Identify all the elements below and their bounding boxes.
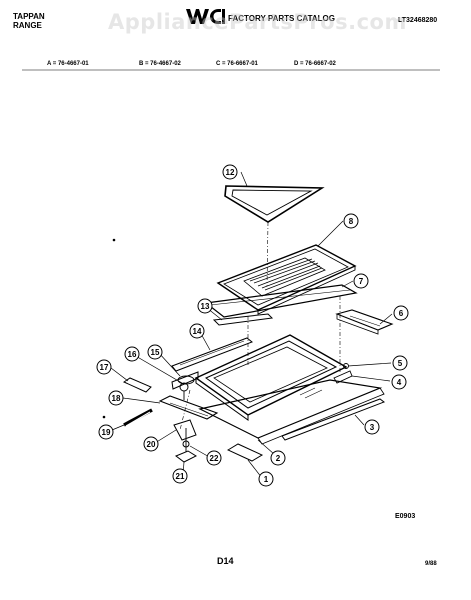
callout-circle — [270, 450, 286, 466]
callout-label: 16 — [128, 350, 137, 359]
callout-label: 21 — [176, 472, 185, 481]
callout-22: 22 — [206, 450, 222, 466]
callout-circle — [143, 436, 159, 452]
callout-7: 7 — [353, 273, 369, 289]
callout-3: 3 — [364, 419, 380, 435]
model-a: A = 76-4667-01 — [47, 61, 89, 67]
callout-6: 6 — [393, 305, 409, 321]
callout-circle — [392, 355, 408, 371]
catalog-code: LT32468280 — [398, 17, 438, 24]
part-20-hinge-arm — [173, 419, 197, 452]
callout-circle — [353, 273, 369, 289]
callout-label: 4 — [397, 378, 402, 387]
callout-20: 20 — [143, 436, 159, 452]
callout-19: 19 — [98, 424, 114, 440]
callout-circle — [258, 471, 274, 487]
callout-label: 13 — [201, 302, 210, 311]
part-13-upper-slat — [212, 313, 274, 326]
callout-1: 1 — [258, 471, 274, 487]
callout-circle — [189, 323, 205, 339]
callout-circle — [206, 450, 222, 466]
callout-circle — [343, 213, 359, 229]
callout-label: 20 — [147, 440, 156, 449]
callout-label: 14 — [193, 327, 202, 336]
callout-circle — [96, 359, 112, 375]
inner-door-panel — [194, 334, 348, 421]
part-12-gasket — [224, 185, 325, 223]
callout-label: 2 — [276, 454, 281, 463]
callout-15: 15 — [147, 344, 163, 360]
callout-17: 17 — [96, 359, 112, 375]
part-1-bracket — [226, 443, 264, 462]
callout-circle — [197, 298, 213, 314]
callout-label: 18 — [112, 394, 121, 403]
part-17-clip — [122, 377, 152, 393]
stray-dot — [102, 415, 106, 419]
callout-18: 18 — [108, 390, 124, 406]
callout-circle — [364, 419, 380, 435]
alignment-lines — [179, 221, 341, 431]
callout-circle — [124, 346, 140, 362]
part-22-spring-pin — [182, 440, 190, 448]
callout-21: 21 — [172, 468, 188, 484]
part-15-latch — [171, 371, 199, 390]
callout-label: 7 — [359, 277, 364, 286]
callout-label: 3 — [370, 423, 375, 432]
callout-5: 5 — [392, 355, 408, 371]
part-6-bracket — [335, 309, 394, 335]
callout-circle — [147, 344, 163, 360]
part-7-door-trim — [204, 284, 358, 318]
wci-logo — [185, 7, 225, 30]
callout-label: 19 — [102, 428, 111, 437]
part-18-hinge-bracket — [158, 395, 219, 420]
callout-4: 4 — [391, 374, 407, 390]
model-b: B = 76-4667-02 — [139, 61, 181, 67]
callout-12: 12 — [222, 164, 238, 180]
part-19-spring — [123, 408, 153, 427]
callout-label: 5 — [398, 359, 403, 368]
catalog-title: FACTORY PARTS CATALOG — [228, 14, 335, 23]
callout-circle — [172, 468, 188, 484]
watermark-text: AppliancePartsPros.com — [108, 10, 407, 34]
part-8-door-panel — [216, 244, 357, 315]
model-d: D = 76-6667-02 — [294, 61, 336, 67]
callout-14: 14 — [189, 323, 205, 339]
brand-line-1: TAPPAN — [13, 12, 45, 21]
callout-label: 17 — [100, 363, 109, 372]
callout-2: 2 — [270, 450, 286, 466]
part-14-trim-rail — [171, 337, 253, 372]
footer-date: 9/88 — [425, 561, 437, 567]
callout-label: 1 — [264, 475, 269, 484]
callout-circle — [108, 390, 124, 406]
callout-circle — [222, 164, 238, 180]
part-16-handle-hardware — [179, 382, 189, 400]
callout-8: 8 — [343, 213, 359, 229]
part-21-hinge-base — [175, 450, 198, 463]
callout-label: 6 — [399, 309, 404, 318]
callout-16: 16 — [124, 346, 140, 362]
callout-label: 22 — [210, 454, 219, 463]
page-code: D14 — [217, 556, 234, 566]
brand-line-2: RANGE — [13, 21, 42, 30]
callout-label: 12 — [226, 168, 235, 177]
part-2-glass-panel — [198, 379, 385, 445]
callout-circle — [391, 374, 407, 390]
callout-circle — [98, 424, 114, 440]
callout-13: 13 — [197, 298, 213, 314]
model-c: C = 76-6667-01 — [216, 61, 258, 67]
part-3-bottom-trim — [281, 398, 386, 441]
callout-label: 8 — [349, 217, 354, 226]
callout-label: 15 — [151, 348, 160, 357]
callout-circle — [393, 305, 409, 321]
stray-dot — [112, 238, 116, 242]
figure-code: E0903 — [395, 513, 416, 520]
